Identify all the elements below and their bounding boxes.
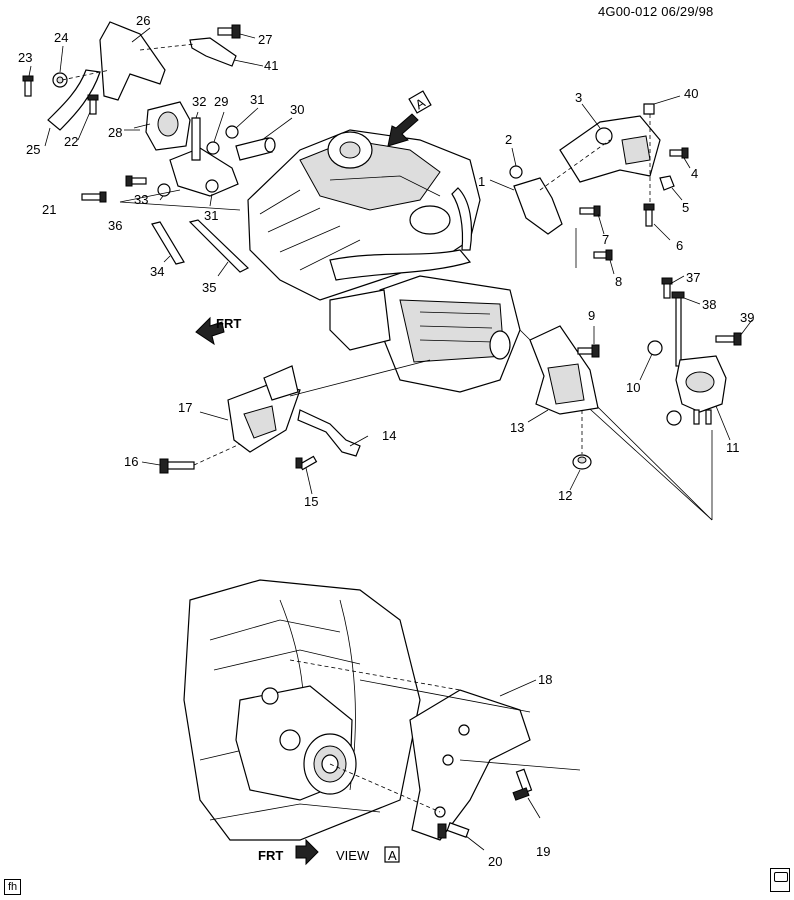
- callout-31-upper: 31: [250, 92, 264, 107]
- engine-assembly: [247, 129, 521, 393]
- gm-spo-logo-icon: [770, 868, 790, 892]
- bolt-27: [217, 24, 241, 39]
- callout-19: 19: [536, 844, 550, 859]
- drawing-reference-code: 4G00-012 06/29/98: [598, 4, 714, 19]
- bolt-19: [512, 768, 533, 801]
- callout-6: 6: [676, 238, 683, 253]
- callout-41: 41: [264, 58, 278, 73]
- view-label-box-letter: A: [388, 848, 397, 863]
- bracket-41: [189, 37, 237, 67]
- callout-36: 36: [108, 218, 122, 233]
- callout-28: 28: [108, 125, 122, 140]
- callout-13: 13: [510, 420, 524, 435]
- callout-24: 24: [54, 30, 68, 45]
- callout-4: 4: [691, 166, 698, 181]
- callout-40: 40: [684, 86, 698, 101]
- lower-right-bracket-group: [527, 325, 600, 491]
- stud-35: [188, 219, 250, 273]
- bolt-16: [159, 458, 195, 474]
- bolt-36: [125, 175, 147, 187]
- bolt-6: [643, 203, 655, 227]
- bolt-15: [295, 455, 318, 471]
- bracket-14: [297, 409, 361, 457]
- bolt-22: [87, 94, 99, 115]
- callout-34: 34: [150, 264, 164, 279]
- nut-5: [659, 175, 675, 191]
- bolt-8: [593, 249, 613, 261]
- frt-arrow-bottom: FRT: [258, 838, 319, 866]
- nut-29: [206, 141, 220, 155]
- callout-10: 10: [626, 380, 640, 395]
- frt-label-bottom: FRT: [258, 848, 283, 863]
- rod-34: [151, 221, 185, 265]
- view-label-box: [384, 846, 400, 863]
- callout-22: 22: [64, 134, 78, 149]
- nut-10b: [666, 410, 682, 426]
- callout-25: 25: [26, 142, 40, 157]
- bolt-20: [437, 822, 470, 839]
- callout-9: 9: [588, 308, 595, 323]
- callout-18: 18: [538, 672, 552, 687]
- callout-17: 17: [178, 400, 192, 415]
- view-a-marker: A: [387, 90, 432, 147]
- callout-21: 21: [42, 202, 56, 217]
- callout-15: 15: [304, 494, 318, 509]
- nut-40: [643, 103, 655, 115]
- view-a-detail: [183, 579, 581, 851]
- callout-27: 27: [258, 32, 272, 47]
- frt-label-top: FRT: [216, 316, 241, 331]
- bushing-12: [572, 454, 592, 470]
- upper-left-bracket-group: [22, 21, 264, 151]
- bolt-4: [669, 147, 689, 159]
- nut-10: [647, 340, 663, 356]
- callout-31-lower: 31: [204, 208, 218, 223]
- callout-numbers: 1 2 3 4 5 6 7 8 9 10 11 12 13 14 15 16 1…: [18, 13, 754, 869]
- bracket-32: [169, 147, 239, 197]
- callout-23: 23: [18, 50, 32, 65]
- callout-2: 2: [505, 132, 512, 147]
- callout-5: 5: [682, 200, 689, 215]
- nut-2: [509, 165, 523, 179]
- bracket-3: [559, 115, 661, 183]
- bolt-9: [577, 344, 600, 358]
- lower-left-bracket-group: [141, 359, 431, 495]
- callout-26: 26: [136, 13, 150, 28]
- callout-30: 30: [290, 102, 304, 117]
- bracket-18: [409, 689, 531, 841]
- view-label: VIEW: [336, 848, 370, 863]
- bracket-1: [513, 177, 563, 235]
- frt-arrow-top: FRT: [195, 316, 241, 346]
- left-bracket-group: [81, 107, 293, 277]
- callout-1: 1: [478, 174, 485, 189]
- right-mount-group: [519, 275, 753, 521]
- nut-24: [52, 72, 68, 88]
- callout-3: 3: [575, 90, 582, 105]
- callout-33: 33: [134, 192, 148, 207]
- corner-tag: fh: [4, 879, 22, 895]
- bolt-39: [715, 332, 742, 346]
- bolt-37: [661, 277, 673, 299]
- callout-14: 14: [382, 428, 396, 443]
- callout-32: 32: [192, 94, 206, 109]
- bolt-23: [22, 75, 34, 97]
- callout-11: 11: [726, 440, 740, 455]
- right-upper-bracket-group: [489, 95, 691, 275]
- callout-7: 7: [602, 232, 609, 247]
- bracket-26: [99, 21, 166, 101]
- bolt-7: [579, 205, 601, 217]
- callout-29: 29: [214, 94, 228, 109]
- callout-16: 16: [124, 454, 138, 469]
- callout-8: 8: [615, 274, 622, 289]
- stud-38: [671, 291, 685, 367]
- callout-35: 35: [202, 280, 216, 295]
- nut-31-lower: [205, 179, 219, 193]
- callout-20: 20: [488, 854, 502, 869]
- nut-31-upper: [225, 125, 239, 139]
- callout-39: 39: [740, 310, 754, 325]
- callout-12: 12: [558, 488, 572, 503]
- callout-38: 38: [702, 297, 716, 312]
- bolt-21: [81, 191, 107, 203]
- callout-37: 37: [686, 270, 700, 285]
